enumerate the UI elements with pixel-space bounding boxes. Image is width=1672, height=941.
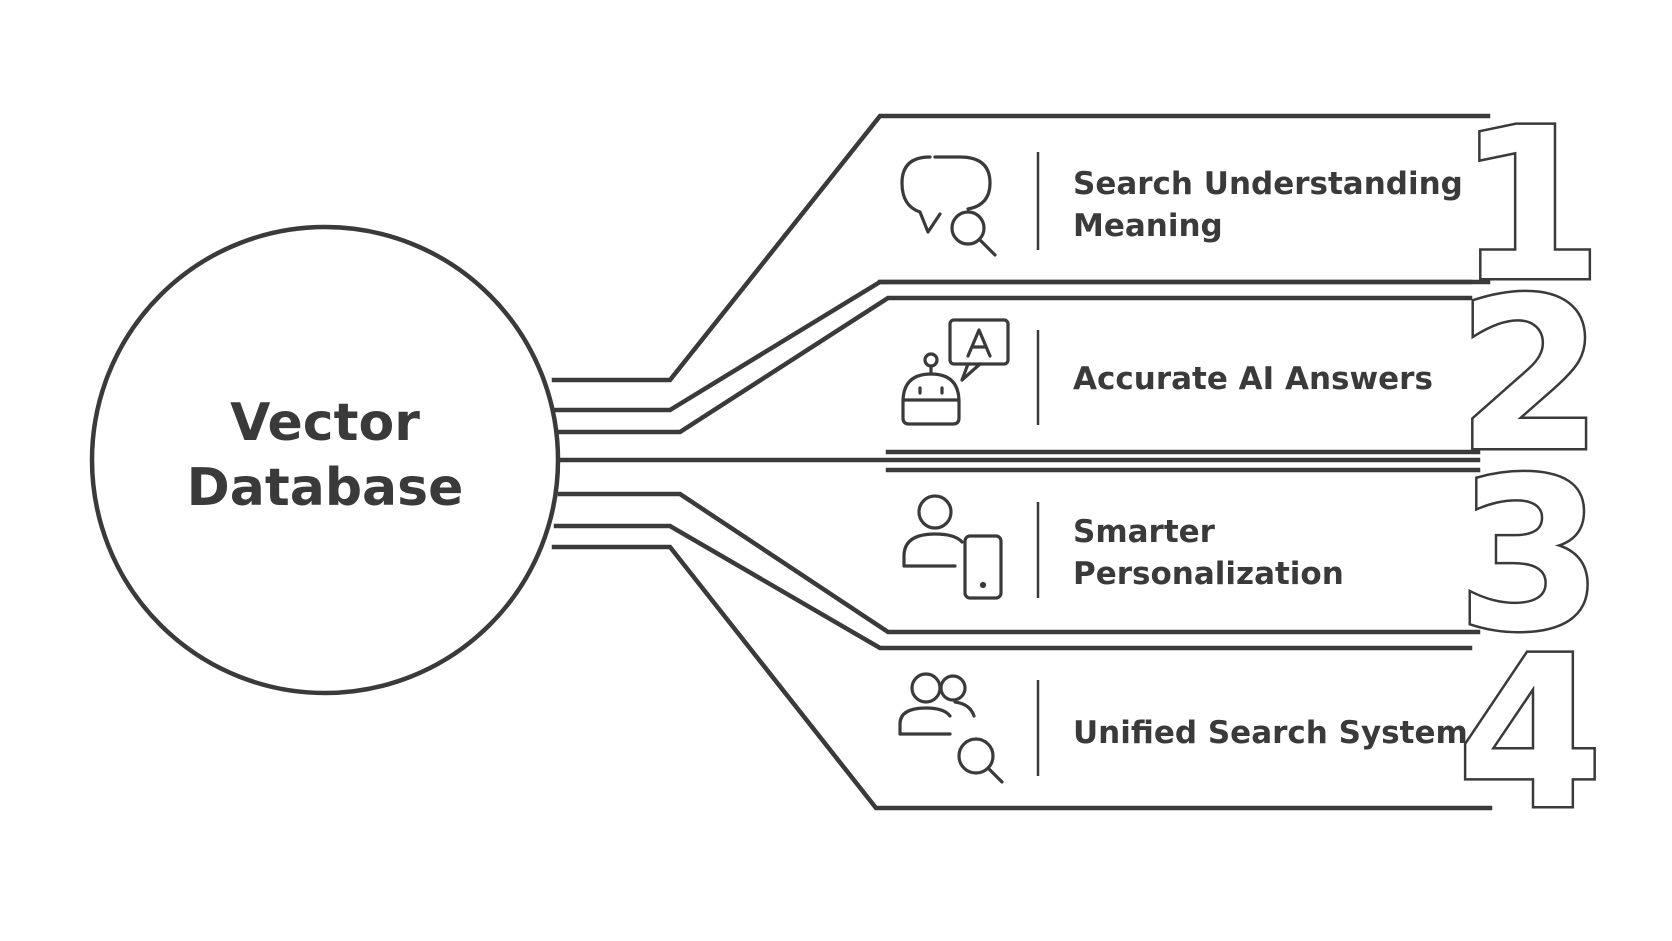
number-1: 1: [1454, 81, 1605, 331]
item-1-label-line2: Meaning: [1073, 208, 1223, 244]
item-3-label-line1: Smarter: [1073, 514, 1216, 550]
number-2-text: 2: [1457, 253, 1603, 498]
item-1-label-line1: Search Understanding: [1073, 166, 1463, 202]
hub-circle: [89, 224, 561, 696]
connector-3: [557, 457, 1481, 635]
hub-title-line1: Vector: [230, 393, 420, 453]
item-4-label-line1: Unified Search System: [1073, 715, 1468, 751]
number-4-text: 4: [1457, 611, 1603, 856]
number-3-text: 3: [1457, 433, 1603, 678]
connector-1: [551, 113, 1491, 383]
connector-2: [553, 279, 1473, 435]
number-4: 4: [1454, 609, 1605, 859]
chat-search-icon: [900, 155, 997, 257]
item-2-label-line1: Accurate AI Answers: [1073, 361, 1433, 397]
item-3-label-line2: Personalization: [1073, 556, 1344, 592]
users-search-icon: [898, 672, 1004, 784]
robot-chat-icon: [901, 318, 1010, 426]
hub: Vector Database: [89, 224, 561, 696]
number-1-text: 1: [1457, 83, 1603, 328]
number-2: 2: [1454, 251, 1605, 501]
number-3: 3: [1454, 431, 1605, 681]
connector-4: [551, 523, 1493, 811]
user-device-icon: [902, 494, 1003, 600]
hub-title-line2: Database: [187, 458, 464, 518]
